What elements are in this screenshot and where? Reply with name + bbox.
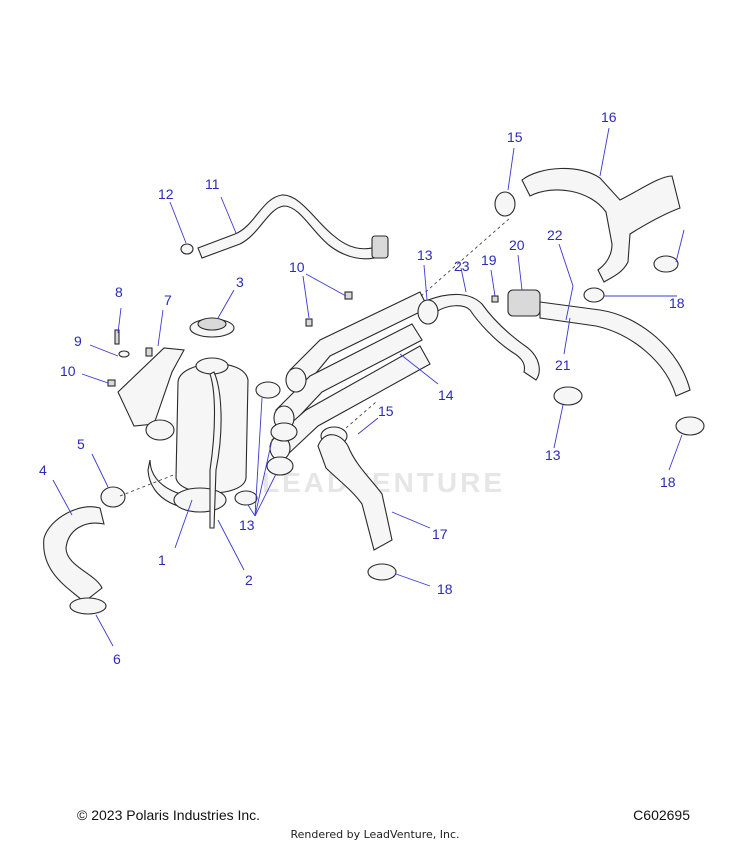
assembly-line-2	[345, 401, 377, 429]
callout-11: 11	[205, 176, 220, 192]
callout-21: 21	[555, 357, 571, 373]
diagram-code: C602695	[633, 807, 690, 823]
callout-18-right: 18	[660, 474, 676, 490]
callout-9: 9	[74, 333, 82, 349]
callout-7: 7	[164, 292, 172, 308]
leader-dash-4-1	[119, 473, 177, 497]
callout-12: 12	[158, 186, 174, 202]
part-valve-20	[507, 289, 691, 397]
callout-15-mid: 15	[378, 403, 394, 419]
callout-18-top: 18	[669, 295, 685, 311]
callout-2: 2	[245, 572, 253, 588]
part-hose-16	[521, 167, 681, 283]
callout-20: 20	[509, 237, 525, 253]
callout-19: 19	[481, 252, 497, 268]
callout-10-top: 10	[289, 259, 305, 275]
part-clamp-6	[69, 597, 107, 615]
part-tube-2	[209, 371, 222, 529]
callout-16: 16	[601, 109, 617, 125]
rendered-by-text: Rendered by LeadVenture, Inc.	[290, 828, 460, 841]
part-clamp-5	[100, 486, 126, 508]
callout-6: 6	[113, 651, 121, 667]
callout-10-left: 10	[60, 363, 76, 379]
leader-lines	[52, 127, 685, 647]
watermark-text: LEADVENTURE	[262, 467, 505, 498]
callout-13-right: 13	[545, 447, 561, 463]
part-bolt-19	[491, 295, 499, 303]
callout-13-top: 13	[417, 247, 433, 263]
part-hose-11	[197, 194, 389, 260]
callout-13-left: 13	[239, 517, 255, 533]
callout-14: 14	[438, 387, 454, 403]
callout-1: 1	[158, 552, 166, 568]
callout-5: 5	[77, 436, 85, 452]
part-clamp-12	[180, 243, 194, 255]
part-fasteners	[107, 291, 353, 387]
part-hose-17	[317, 434, 393, 551]
part-hose-4	[43, 506, 105, 603]
callout-18-bottom: 18	[437, 581, 453, 597]
callout-4: 4	[39, 462, 47, 478]
part-cap-3	[189, 317, 235, 338]
assembly-line-1	[420, 217, 511, 297]
callout-17: 17	[432, 526, 448, 542]
part-bracket-7	[117, 347, 185, 427]
callout-15-top: 15	[507, 129, 523, 145]
part-rod-22	[565, 285, 574, 321]
callout-3: 3	[236, 274, 244, 290]
callout-8: 8	[115, 284, 123, 300]
copyright-text: © 2023 Polaris Industries Inc.	[77, 807, 261, 823]
callout-22: 22	[547, 227, 563, 243]
part-pipe-23	[427, 293, 540, 381]
part-pipes-14	[269, 291, 431, 461]
callout-23: 23	[454, 258, 470, 274]
